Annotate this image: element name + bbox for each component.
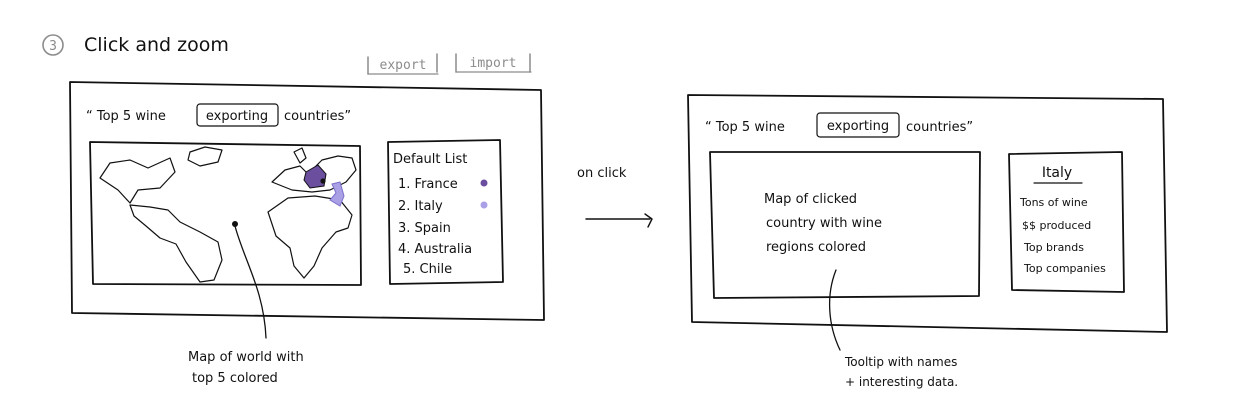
default-list-heading: Default List bbox=[393, 152, 467, 167]
world-map[interactable] bbox=[89, 141, 362, 286]
export-button-label: export bbox=[380, 58, 427, 73]
export-button[interactable]: export bbox=[367, 53, 439, 75]
france-color-marker bbox=[480, 179, 488, 187]
default-view-title-prefix: “ Top 5 wine bbox=[86, 109, 166, 124]
list-item[interactable]: 2. Italy bbox=[398, 199, 443, 214]
step-number: 3 bbox=[49, 39, 57, 54]
britain-shape bbox=[293, 147, 307, 164]
transition-arrow bbox=[585, 213, 653, 228]
step-number-circle bbox=[42, 34, 64, 56]
country-map-placeholder-line-3: regions colored bbox=[766, 240, 866, 255]
tooltip-annotation-line-2: + interesting data. bbox=[845, 375, 958, 389]
zoom-view-frame bbox=[687, 94, 1168, 333]
italy-color-marker bbox=[480, 201, 488, 209]
default-view-panel: “ Top 5 wine exporting countries” Defaul… bbox=[69, 81, 545, 321]
country-detail-card: Italy Tons of wine $$ produced Top brand… bbox=[1008, 151, 1125, 293]
default-list: Default List 1. France 2. Italy 3. Spain… bbox=[387, 139, 504, 285]
country-map-placeholder-line-2: country with wine bbox=[766, 216, 882, 231]
default-list-frame bbox=[387, 139, 504, 285]
default-view-title-suffix: countries” bbox=[284, 109, 351, 124]
exporting-toggle-label: exporting bbox=[206, 109, 268, 124]
annotation-anchor-dot bbox=[232, 221, 238, 227]
africa-shape bbox=[267, 195, 353, 279]
country-detail-item: Top companies bbox=[1023, 262, 1106, 275]
country-detail-item: Top brands bbox=[1023, 241, 1084, 254]
country-detail-item: $$ produced bbox=[1022, 219, 1091, 232]
list-item[interactable]: 5. Chile bbox=[403, 262, 452, 277]
list-item[interactable]: 1. France bbox=[398, 177, 458, 192]
country-map-placeholder-line-1: Map of clicked bbox=[764, 192, 857, 207]
country-detail-frame bbox=[1008, 151, 1125, 293]
country-map[interactable]: Map of clicked country with wine regions… bbox=[709, 151, 981, 299]
country-detail-title: Italy bbox=[1042, 165, 1072, 181]
map-annotation-line-1: Map of world with bbox=[188, 350, 304, 365]
map-marker bbox=[320, 178, 326, 184]
france-highlight[interactable] bbox=[303, 164, 327, 189]
map-annotation-line-2: top 5 colored bbox=[192, 371, 278, 386]
exporting-toggle[interactable] bbox=[816, 112, 900, 138]
map-annotation-leader bbox=[234, 225, 267, 339]
zoom-view-title-prefix: “ Top 5 wine bbox=[705, 120, 785, 135]
tooltip-annotation-line-1: Tooltip with names bbox=[844, 355, 957, 369]
import-button[interactable]: import bbox=[455, 53, 532, 73]
list-item[interactable]: 3. Spain bbox=[398, 221, 451, 236]
zoom-view-panel: “ Top 5 wine exporting countries” Map of… bbox=[687, 94, 1168, 333]
north-america-shape bbox=[99, 157, 176, 204]
zoom-view-title-suffix: countries” bbox=[906, 120, 973, 135]
transition-label: on click bbox=[577, 166, 627, 181]
exporting-toggle[interactable] bbox=[196, 103, 279, 127]
country-detail-item: Tons of wine bbox=[1019, 196, 1088, 209]
europe-shape bbox=[271, 155, 357, 193]
import-button-label: import bbox=[470, 56, 517, 71]
default-view-frame bbox=[69, 81, 545, 321]
tooltip-annotation-leader bbox=[828, 269, 841, 351]
south-america-shape bbox=[129, 204, 223, 283]
list-item[interactable]: 4. Australia bbox=[398, 242, 472, 257]
exporting-toggle-label: exporting bbox=[827, 119, 889, 134]
greenland-shape bbox=[187, 146, 223, 167]
italy-highlight[interactable] bbox=[329, 181, 345, 207]
page-title: Click and zoom bbox=[84, 34, 229, 56]
